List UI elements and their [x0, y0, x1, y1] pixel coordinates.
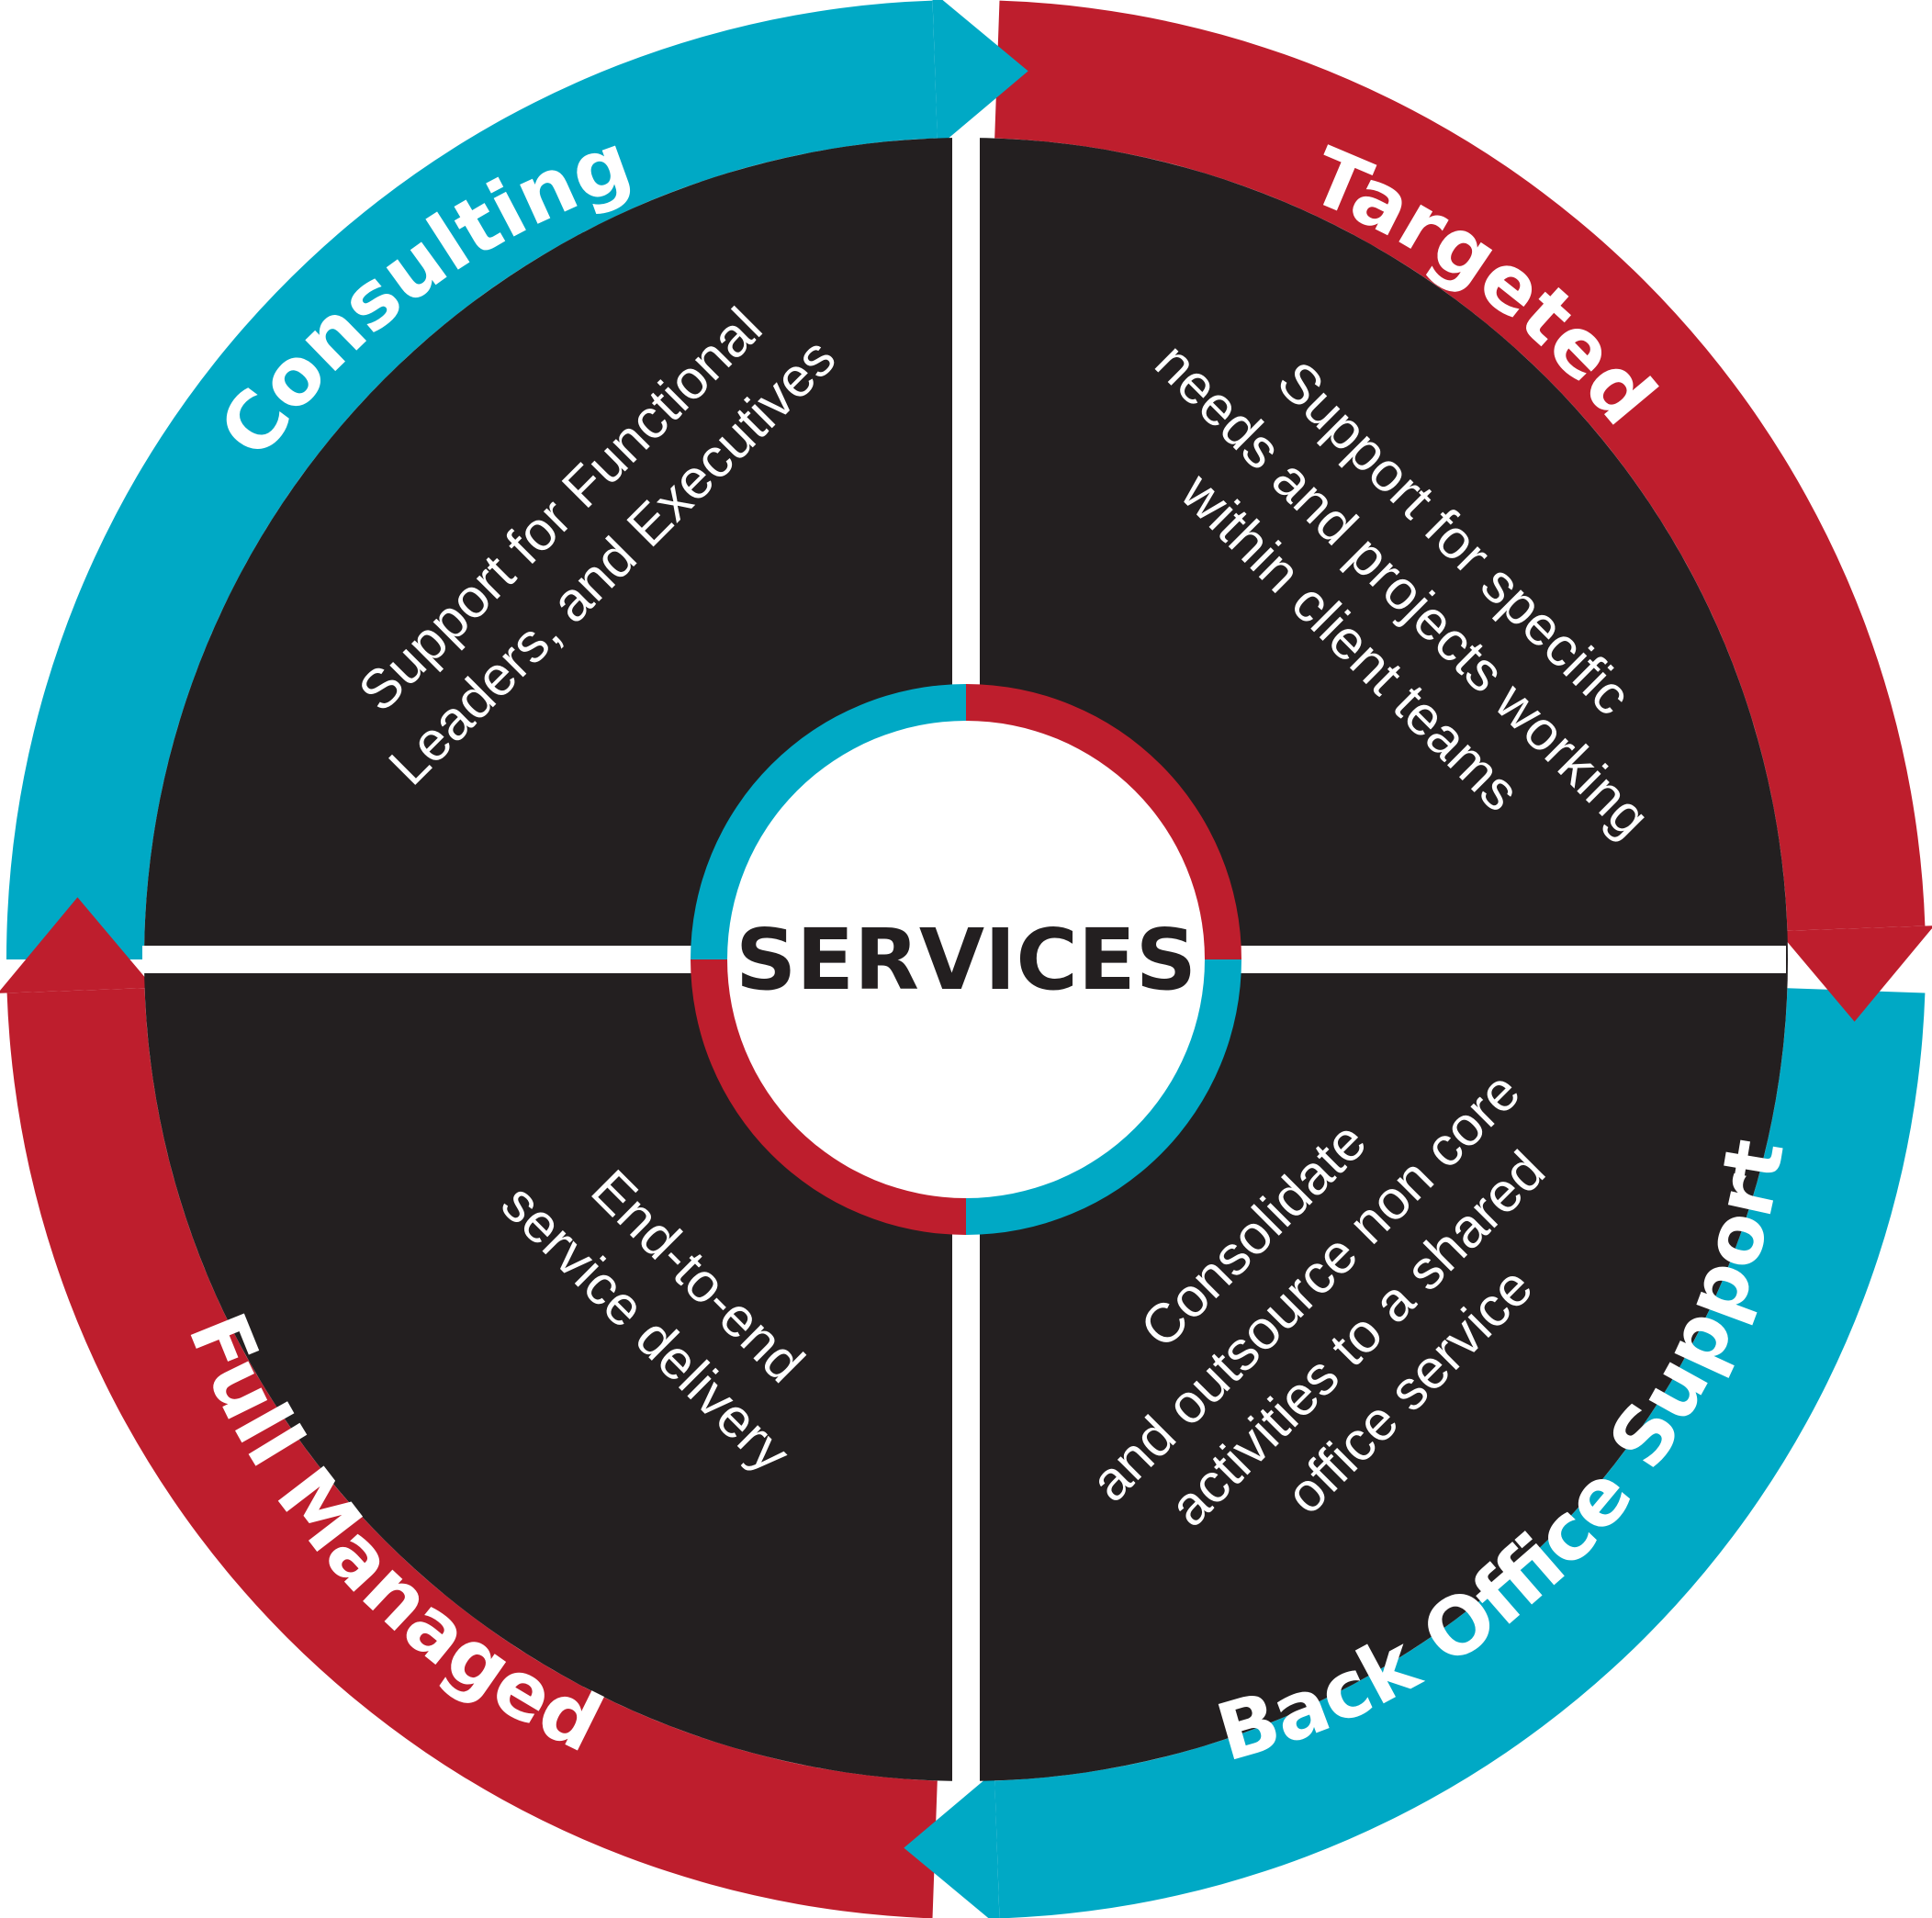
inner-ring — [691, 684, 1241, 1235]
inner-teal-arc — [691, 684, 966, 959]
full-managed-arc-band — [6, 988, 938, 1918]
targeted-arrowhead — [1778, 925, 1932, 1022]
inner-red-arc-2 — [691, 959, 966, 1235]
consulting-arc-band — [6, 0, 938, 960]
inner-red-arc — [966, 684, 1241, 959]
full-managed-arrowhead — [0, 897, 154, 993]
consulting-arrowhead — [932, 0, 1028, 148]
center-circle — [727, 721, 1205, 1198]
inner-teal-arc-2 — [966, 959, 1241, 1235]
targeted-arc-band — [994, 0, 1926, 931]
back-office-arrowhead — [904, 1771, 1000, 1918]
back-office-arc-band — [994, 988, 1926, 1918]
center-title: SERVICES — [736, 911, 1196, 1009]
